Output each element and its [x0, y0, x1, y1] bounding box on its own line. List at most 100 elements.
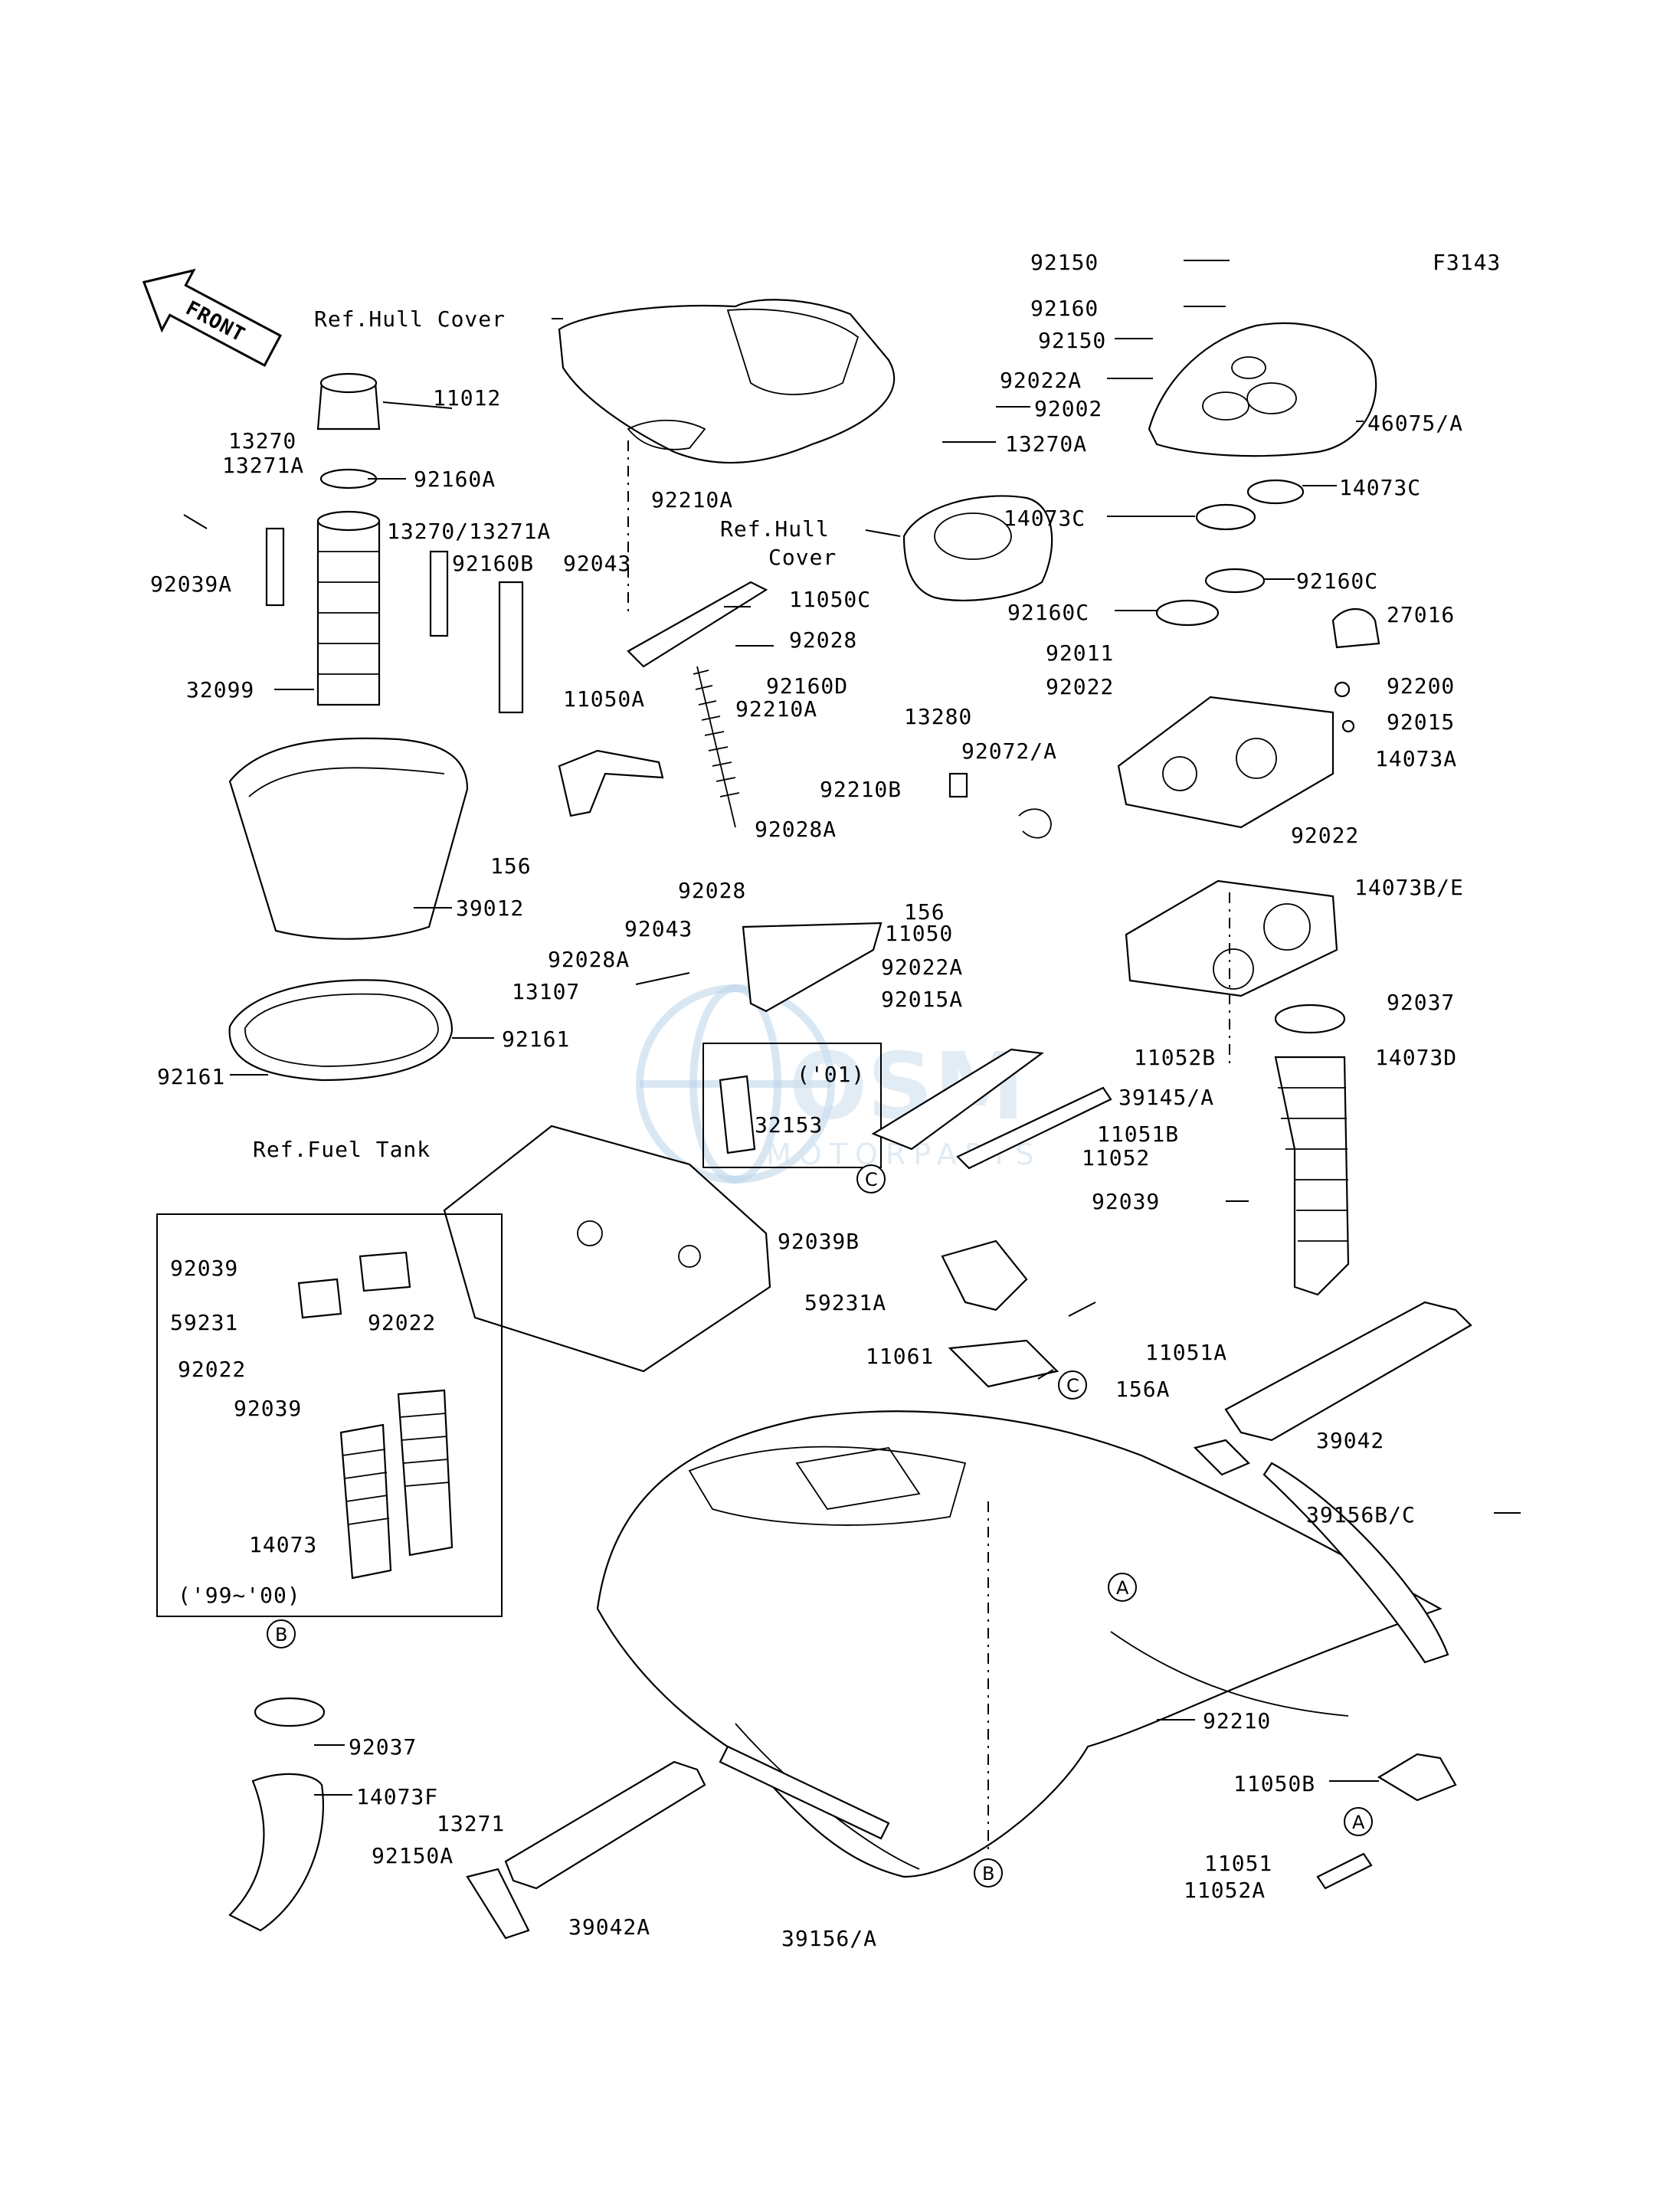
label-92011: 92011: [1046, 640, 1114, 666]
part-14073BE: [1125, 879, 1338, 997]
label-92039-r: 92039: [1092, 1189, 1160, 1214]
part-27016: [1331, 608, 1380, 649]
label-39042: 39042: [1316, 1428, 1384, 1453]
label-92160B: 92160B: [452, 551, 534, 576]
label-11050A: 11050A: [563, 686, 645, 712]
label-92210: 92210: [1203, 1708, 1271, 1734]
label-39145A: 39145/A: [1118, 1085, 1214, 1110]
part-39012: [228, 737, 469, 940]
label-92022A-top: 92022A: [1000, 368, 1082, 393]
label-92028-mid: 92028: [678, 878, 746, 903]
fuel-tank: [443, 1125, 771, 1373]
label-92028-top: 92028: [789, 627, 857, 653]
label-92160C-l: 92160C: [1007, 600, 1089, 625]
label-14073: 14073: [249, 1532, 317, 1557]
ring-92160C-l: [1155, 599, 1220, 627]
label-11012: 11012: [433, 385, 501, 411]
hull-cover-seat: [558, 299, 896, 464]
part-46075A: [1148, 322, 1377, 457]
label-92150-mid: 92150: [1038, 328, 1106, 353]
box-01-label: ('01): [797, 1062, 865, 1087]
ref-hull-cover-mid-1: Ref.Hull: [720, 516, 830, 542]
hull-cover-mid: [902, 495, 1053, 601]
svg-text:B: B: [275, 1624, 287, 1645]
label-13270: 13270: [228, 428, 296, 453]
gasket-92161: [228, 979, 454, 1082]
label-14073A: 14073A: [1375, 746, 1457, 771]
box-99-00: [156, 1213, 503, 1617]
label-13280: [948, 772, 968, 798]
part-14073-box-a: [339, 1423, 392, 1580]
part-39156A: [719, 1745, 890, 1840]
callout-b-bottom: [974, 1858, 1003, 1888]
label-32099: 32099: [186, 677, 254, 702]
label-92150-top: 92150: [1030, 250, 1099, 275]
label-13270A: 13270A: [1005, 431, 1087, 457]
clip-92072A: [1018, 808, 1052, 839]
box-01: [702, 1043, 882, 1168]
label-92039-box2: 92039: [234, 1396, 302, 1421]
label-11051B: 11051B: [1097, 1121, 1179, 1147]
callout-a-hull: [1108, 1573, 1137, 1602]
label-156-l: 156: [490, 853, 532, 879]
strip-13270-l: [265, 527, 285, 607]
bolt-13107: [635, 972, 690, 985]
label-13270-13271A: 13270/13271A: [387, 519, 551, 544]
label-59231: 59231: [170, 1310, 238, 1335]
clamp-92037-l: [254, 1697, 326, 1727]
label-92150A: 92150A: [372, 1843, 454, 1868]
label-92043-mid: 92043: [624, 916, 693, 941]
callout-c-mid: [856, 1164, 886, 1193]
part-11012: [316, 372, 381, 431]
label-92015A: 92015A: [881, 987, 963, 1012]
svg-text:C: C: [1066, 1375, 1079, 1396]
label-13271A: 13271A: [222, 453, 304, 478]
part-11050A: [558, 749, 664, 817]
label-11051: 11051: [1204, 1851, 1272, 1876]
callout-a-bottom: [1344, 1807, 1373, 1836]
label-14073C-r: 14073C: [1339, 475, 1421, 500]
label-92043-top: 92043: [563, 551, 631, 576]
leader-lines: [230, 260, 1521, 1796]
label-92210A-top: 92210A: [651, 487, 733, 512]
label-11050B: 11050B: [1233, 1771, 1315, 1796]
svg-text:A: A: [1116, 1577, 1129, 1599]
svg-text:A: A: [1352, 1812, 1365, 1833]
label-11052B: 11052B: [1134, 1045, 1216, 1070]
label-11052A: 11052A: [1184, 1878, 1266, 1903]
label-92022-box-r: 92022: [368, 1310, 436, 1335]
figure-code: F3143: [1433, 250, 1501, 275]
label-92160C-r: 92160C: [1296, 568, 1378, 594]
ring-14073C-r: [1246, 479, 1305, 505]
part-32099: [316, 510, 381, 706]
label-92039-box: 92039: [170, 1256, 238, 1281]
label-92028A-l: 92028A: [548, 947, 630, 972]
part-39145A: [871, 1048, 1044, 1151]
label-27016: 27016: [1387, 602, 1455, 627]
svg-text:C: C: [865, 1169, 878, 1190]
label-39156A: 39156/A: [781, 1926, 877, 1951]
label-156A: 156A: [1115, 1377, 1170, 1402]
label-92161-r: 92161: [502, 1026, 570, 1052]
label-39156BC: 39156B/C: [1306, 1502, 1416, 1527]
ref-hull-cover-top: Ref.Hull Cover: [314, 306, 506, 332]
label-92022-r: 92022: [1291, 823, 1359, 848]
part-32153: [719, 1075, 756, 1154]
label-156-r: 156: [904, 899, 945, 925]
label-92022-mid: 92022: [1046, 674, 1114, 699]
ring-92160C-r: [1204, 568, 1266, 594]
part-11051A: [1193, 1439, 1250, 1476]
strip-92160B: [498, 581, 524, 714]
label-92072A: 92072/A: [961, 738, 1057, 764]
svg-text:B: B: [982, 1863, 994, 1884]
part-59231-box: [297, 1278, 342, 1319]
label-14073F: 14073F: [356, 1784, 438, 1809]
label-11061: 11061: [866, 1344, 934, 1369]
label-11050C: 11050C: [789, 587, 871, 612]
label-92037-r: 92037: [1387, 990, 1455, 1015]
part-39156BC: [1262, 1462, 1449, 1664]
label-92160A: 92160A: [414, 467, 496, 492]
label-14073C-l: 14073C: [1004, 506, 1086, 531]
